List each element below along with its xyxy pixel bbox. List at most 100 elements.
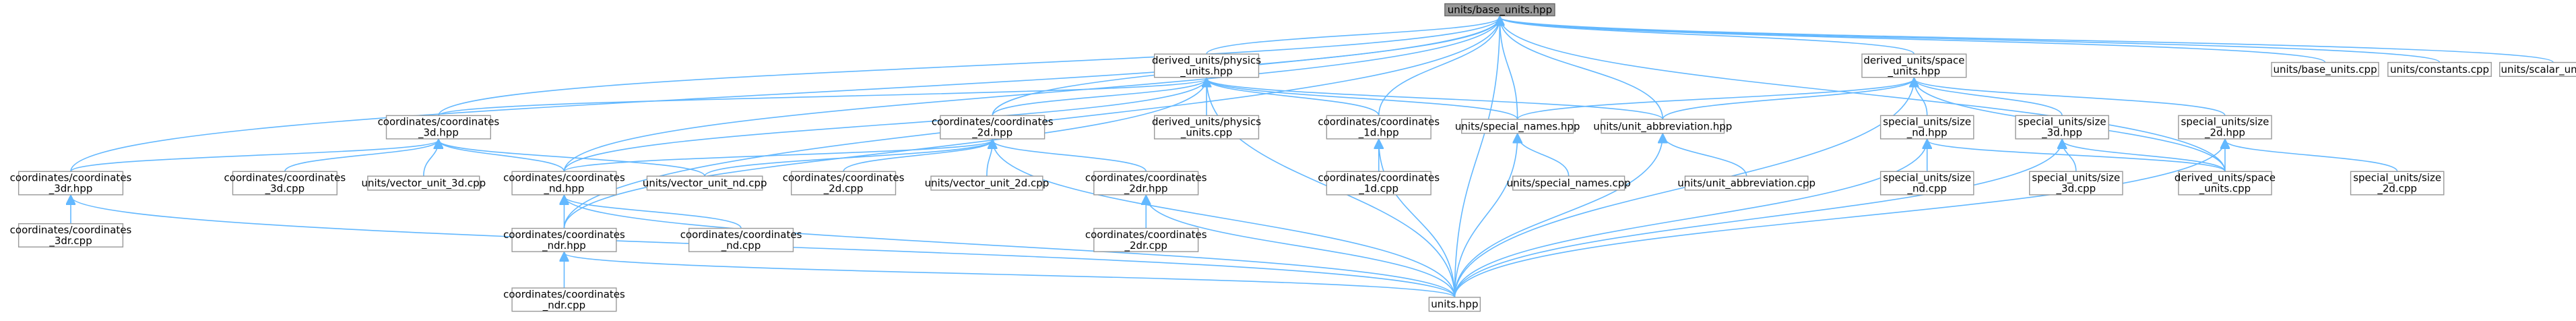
node-box [2271,61,2379,78]
node-label-line: coordinates/coordinates [10,224,132,236]
edge-c2d_hpp-to-physics [992,79,1206,116]
edge-c3dr_hpp-to-c3d_hpp [70,140,439,173]
edge-unit_abbr-to-space [1662,79,1914,120]
node-box [511,287,617,312]
node-label-line: _nd.hpp [1906,127,1947,140]
edge-physics-to-base [1206,17,1500,55]
node-box [511,171,617,196]
node-label-line: special_units/size [2353,172,2441,185]
node-label-line: coordinates/coordinates [1085,172,1207,184]
edge-su_3d_hpp-to-space [1914,79,2063,116]
edge-space-to-base [1500,17,1915,55]
edge-units_hpp-to-base [1454,17,1500,297]
node-c3d-hpp[interactable]: coordinates/coordinates_3d.hpp [378,115,500,140]
edge-space_cpp-to-base [1500,17,2226,172]
node-su-3d-hpp[interactable]: special_units/size_3d.hpp [2015,115,2109,140]
edge-units_hpp-to-special_names [1454,135,1517,297]
node-base[interactable]: units/base_units.hpp [1444,3,1555,17]
node-cndr-cpp[interactable]: coordinates/coordinates_ndr.cpp [503,287,625,312]
node-box [1512,175,1625,191]
node-vec3d-cpp[interactable]: units/vector_unit_3d.cpp [361,175,486,191]
edge-units_hpp-to-su_3d_hpp [1454,140,2062,297]
edge-space_cpp-to-su_nd_hpp [1927,140,2226,173]
node-box [2029,171,2123,196]
node-phys-cpp[interactable]: derived_units/physics_units.cpp [1152,115,1261,140]
node-c3dr-hpp[interactable]: coordinates/coordinates_3dr.hpp [10,171,132,196]
node-box [18,223,124,247]
node-box [511,227,617,252]
node-cnd-hpp[interactable]: coordinates/coordinates_nd.hpp [503,171,625,196]
edge-unit_abbr-to-physics [1206,79,1664,120]
node-label-line: special_units/size [2032,172,2120,185]
node-label-line: _3d.hpp [2041,127,2082,140]
node-c3d-cpp[interactable]: coordinates/coordinates_3d.cpp [224,171,346,196]
node-cndr-hpp[interactable]: coordinates/coordinates_ndr.hpp [503,227,625,252]
node-special-names[interactable]: units/special_names.hpp [1455,119,1580,134]
node-box [2015,115,2109,140]
node-su-nd-hpp[interactable]: special_units/size_nd.hpp [1879,115,1974,140]
node-bu-cpp[interactable]: units/base_units.cpp [2271,61,2379,78]
node-physics[interactable]: derived_units/physics_units.hpp [1152,53,1261,78]
node-vecnd-cpp[interactable]: units/vector_unit_nd.cpp [643,175,767,191]
node-c2dr-cpp[interactable]: coordinates/coordinates_2dr.cpp [1085,227,1207,252]
node-box [367,175,480,191]
edge-units_hpp-to-su_nd_hpp [1454,140,1927,297]
edge-c3d_cpp-to-c3d_hpp [284,140,439,172]
node-su-2d-cpp[interactable]: special_units/size_2d.cpp [2350,171,2445,196]
node-c1d-hpp[interactable]: coordinates/coordinates_1d.hpp [1318,115,1440,140]
node-c1d-cpp[interactable]: coordinates/coordinates_1d.cpp [1318,171,1440,196]
edge-c2d_cpp-to-c2d_hpp [843,140,992,172]
node-label-line: coordinates/coordinates [503,288,625,300]
edge-c1d_hpp-to-base [1378,17,1500,116]
node-unit-abbr[interactable]: units/unit_abbreviation.hpp [1593,119,1732,134]
node-label-line: units/vector_unit_3d.cpp [361,177,486,190]
node-scalar-cpp[interactable]: units/scalar_unit.cpp [2499,61,2576,78]
node-label-line: _2d.hpp [971,127,1012,140]
node-box [1861,53,1967,78]
node-cnd-cpp[interactable]: coordinates/coordinates_nd.cpp [680,227,802,252]
node-label-line: _nd.hpp [544,183,585,196]
node-box [2350,171,2445,196]
node-label-line: _nd.cpp [721,239,761,252]
node-box [1684,175,1809,191]
edge-units_hpp-to-su_2d_hpp [1454,140,2225,297]
edge-cnd_cpp-to-cnd_hpp [564,196,742,229]
node-const-cpp[interactable]: units/constants.cpp [2387,61,2492,78]
node-box [1879,115,1974,140]
node-label-line: _units.cpp [2199,183,2251,196]
node-label-line: _units.hpp [1888,65,1941,78]
node-vec2d-cpp[interactable]: units/vector_unit_2d.cpp [925,175,1050,191]
node-box [1326,115,1431,140]
node-c2d-cpp[interactable]: coordinates/coordinates_2d.cpp [783,171,905,196]
node-c2dr-hpp[interactable]: coordinates/coordinates_2dr.hpp [1085,171,1207,196]
edge-bu_cpp-to-base [1500,17,2326,63]
node-su-2d-hpp[interactable]: special_units/size_2d.hpp [2178,115,2272,140]
node-units-hpp[interactable]: units.hpp [1428,297,1481,312]
node-label-line: units/base_units.cpp [2273,63,2377,76]
node-box [1153,53,1260,78]
node-label-line: _2d.hpp [2204,127,2245,140]
node-label-line: _units.hpp [1180,65,1233,78]
node-space-cpp[interactable]: derived_units/space_units.cpp [2175,171,2276,196]
node-label-line: _2dr.cpp [1124,239,1167,252]
node-su-nd-cpp[interactable]: special_units/size_nd.cpp [1879,171,1974,196]
node-label-line: units/special_names.cpp [1507,177,1631,190]
node-box [646,175,763,191]
node-box [1093,227,1199,252]
node-sn-cpp[interactable]: units/special_names.cpp [1507,175,1631,191]
node-box [1153,115,1260,140]
node-label-line: units/unit_abbreviation.hpp [1593,120,1732,133]
edge-su_2d_hpp-to-space [1914,79,2226,116]
node-label-line: _3dr.hpp [49,183,93,196]
node-space[interactable]: derived_units/space_units.hpp [1861,53,1967,78]
node-c3dr-cpp[interactable]: coordinates/coordinates_3dr.cpp [10,223,132,247]
edge-cnd_hpp-to-base [563,17,1500,172]
node-ua-cpp[interactable]: units/unit_abbreviation.cpp [1677,175,1815,191]
node-c2d-hpp[interactable]: coordinates/coordinates_2d.hpp [932,115,1054,140]
edge-units_hpp-to-cndr_hpp [564,253,1456,298]
edge-cndr_hpp-to-physics [563,79,1206,229]
node-su-3d-cpp[interactable]: special_units/size_3d.cpp [2029,171,2123,196]
edge-units_hpp-to-c2d_hpp [992,140,1456,297]
edge-scalar_cpp-to-base [1500,17,2554,63]
node-label-line: coordinates/coordinates [10,172,132,184]
